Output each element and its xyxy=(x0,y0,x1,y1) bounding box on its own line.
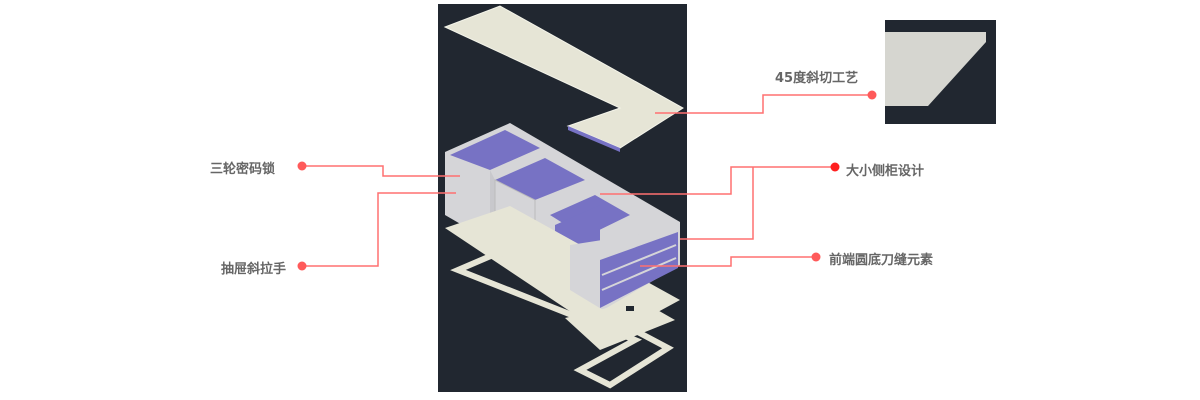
front-dot xyxy=(811,252,821,262)
handle-dot xyxy=(297,261,307,271)
desk-exploded-view xyxy=(443,5,684,389)
base-frame xyxy=(450,251,674,389)
lock-dot xyxy=(297,161,307,171)
cabinet-dot xyxy=(830,162,840,172)
label-bevel: 45度斜切工艺 xyxy=(775,71,859,86)
bevel-dot xyxy=(867,90,877,100)
bevel-detail-inset xyxy=(885,20,996,124)
callout-lines xyxy=(302,94,872,267)
label-handle: 抽屉斜拉手 xyxy=(221,262,287,277)
label-front: 前端圆底刀缝元素 xyxy=(829,253,934,268)
label-cabinet: 大小侧柜设计 xyxy=(846,164,925,179)
label-lock: 三轮密码锁 xyxy=(210,162,276,177)
inner-panel xyxy=(450,130,540,170)
